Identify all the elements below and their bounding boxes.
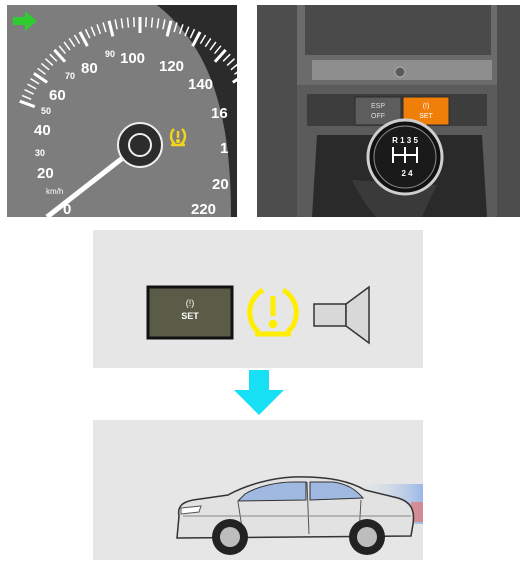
gauge-tick — [58, 45, 67, 55]
gauge-tick — [184, 26, 190, 37]
tpms-button-line1: (!) — [423, 103, 430, 110]
tick-label: 0 — [63, 201, 71, 217]
tick-label: 140 — [188, 76, 213, 93]
tick-label: 220 — [191, 201, 216, 217]
unit-label: km/h — [46, 187, 63, 196]
gauge-tick — [33, 72, 48, 84]
gauge-tick — [102, 22, 107, 33]
esp-button-line1: ESP — [371, 103, 385, 110]
gauge-tick — [191, 31, 202, 47]
gauge-tick — [73, 34, 81, 45]
tick-label: 60 — [49, 87, 66, 104]
tick-label: 30 — [35, 148, 45, 158]
gauge-tick — [63, 41, 71, 51]
speedometer-gauge: 0 20 30 40 50 60 70 80 90 100 120 140 16… — [13, 5, 237, 217]
tire-pressure-warning-icon — [169, 128, 187, 147]
gauge-tick — [199, 34, 207, 45]
gauge-tick — [120, 18, 124, 29]
gauge-tick — [96, 24, 102, 35]
speedometer-panel: 0 20 30 40 50 60 70 80 90 100 120 140 16… — [7, 5, 237, 217]
gauge-tick — [213, 45, 222, 55]
tick-label: 20 — [37, 165, 54, 182]
gauge-tick — [49, 53, 58, 62]
car-rear-window — [309, 481, 365, 501]
car-moving-panel — [93, 420, 423, 560]
gauge-tick — [230, 63, 237, 71]
tire-pressure-warning-icon — [247, 287, 299, 337]
gauge-tick — [162, 19, 166, 30]
gauge-tick — [150, 17, 154, 28]
car-moving-illustration — [176, 476, 423, 555]
front-wheel — [212, 519, 248, 555]
tick-label: 90 — [105, 49, 115, 59]
gauge-tick — [21, 94, 32, 100]
tick-label: 50 — [41, 106, 51, 116]
gauge-tick — [90, 26, 96, 37]
esp-button-line2: OFF — [371, 113, 385, 120]
tick-label: 40 — [34, 122, 51, 139]
gauge-tick — [165, 20, 173, 37]
speaker-icon — [313, 285, 370, 345]
set-button-line1: (!) — [186, 298, 195, 308]
tick-label: 16 — [211, 105, 228, 122]
gauge-tick — [126, 17, 130, 28]
gauge-tick — [68, 37, 76, 48]
gauge-tick — [232, 77, 237, 84]
tick-label: 100 — [120, 50, 145, 67]
tick-label: 70 — [65, 71, 75, 81]
gauge-tick — [204, 37, 212, 48]
gauge-tick — [27, 83, 37, 90]
down-arrow-icon — [234, 370, 284, 415]
gauge-tick — [222, 53, 231, 62]
tpms-button-line2: SET — [419, 113, 433, 120]
gauge-tick — [114, 19, 118, 30]
gauge-tick — [37, 67, 46, 75]
gauge-tick — [178, 24, 184, 35]
gauge-tick — [40, 62, 50, 71]
tick-label: 120 — [159, 58, 184, 75]
headlight — [180, 505, 202, 515]
gear-pattern-icon — [392, 147, 418, 163]
gauge-hub — [117, 122, 163, 168]
gauge-tick — [173, 22, 178, 33]
warning-indication-panel: (!) SET — [93, 230, 423, 368]
gauge-tick — [234, 71, 237, 75]
center-console-panel: ESP OFF (!) SET R 1 3 5 2 4 — [257, 5, 520, 217]
gauge-tick — [53, 48, 67, 63]
rear-wheel — [349, 519, 385, 555]
tick-label: 80 — [81, 60, 98, 77]
turn-signal-arrow-icon — [13, 11, 37, 31]
car-front-window — [236, 481, 307, 502]
gauge-tick — [189, 28, 196, 39]
gear-pattern-top: R 1 3 5 — [392, 136, 418, 145]
compartment-latch — [394, 66, 406, 78]
gauge-tick — [78, 31, 89, 47]
set-button-line2: SET — [181, 311, 199, 321]
tpms-set-button[interactable] — [146, 285, 234, 340]
gauge-tick — [19, 99, 36, 109]
gauge-tick — [156, 18, 160, 29]
gauge-ticks — [19, 17, 237, 109]
gauge-needle — [45, 151, 131, 217]
tick-label: 20 — [212, 176, 229, 193]
tick-label: 1 — [220, 140, 228, 157]
gauge-tick — [107, 20, 115, 37]
gauge-tick — [209, 41, 217, 51]
gauge-tick — [24, 89, 34, 95]
gear-pattern-bottom: 2 4 — [401, 169, 413, 178]
gauge-tick — [84, 28, 91, 39]
gauge-tick — [30, 78, 40, 85]
gauge-tick — [213, 48, 227, 63]
gauge-tick — [226, 58, 236, 66]
gauge-tick — [44, 58, 54, 66]
console-illustration: ESP OFF (!) SET R 1 3 5 2 4 — [257, 5, 520, 217]
